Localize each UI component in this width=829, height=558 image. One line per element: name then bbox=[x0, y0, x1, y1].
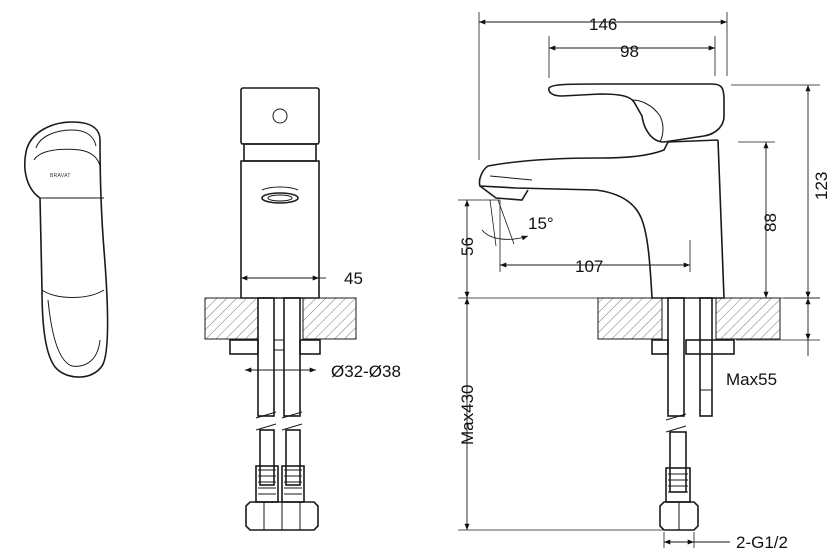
dim-spout-reach: 107 bbox=[575, 257, 603, 276]
dim-handle-depth: 98 bbox=[620, 42, 639, 61]
dim-connection-thread: 2-G1/2 bbox=[736, 533, 788, 552]
brand-label: BRAVAT bbox=[50, 173, 71, 179]
dim-body-width: 45 bbox=[344, 269, 363, 288]
dim-total-height: 123 bbox=[812, 172, 829, 200]
dim-max-counter-thickness: Max55 bbox=[726, 370, 777, 389]
dim-hole-diameter: Ø32-Ø38 bbox=[331, 362, 401, 381]
front-view: BRAVAT bbox=[24, 121, 109, 378]
side-view: 45 Ø32-Ø38 bbox=[204, 87, 401, 531]
dim-total-depth: 146 bbox=[589, 15, 617, 34]
dim-max-hose-length: Max430 bbox=[458, 385, 477, 445]
dim-spout-height: 88 bbox=[761, 213, 780, 232]
dim-spout-angle: 15° bbox=[528, 214, 554, 233]
dim-aerator-height: 56 bbox=[458, 237, 477, 256]
profile-view: 146 98 123 88 107 56 15° Max430 bbox=[458, 12, 829, 552]
